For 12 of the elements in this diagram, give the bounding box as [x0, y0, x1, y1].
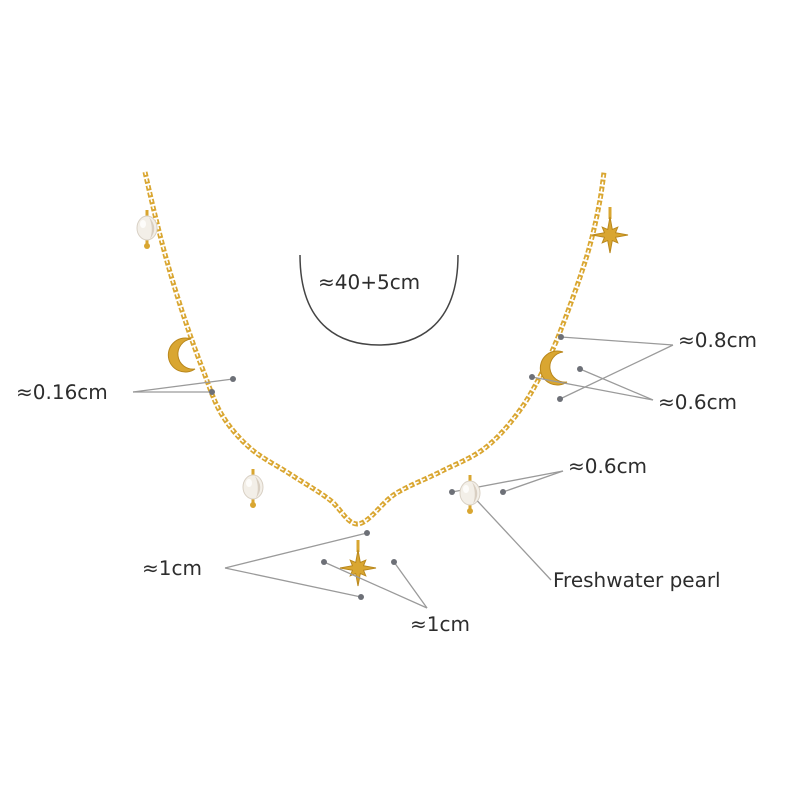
dimension-label: ≈40+5cm	[318, 270, 420, 294]
dimension-label: ≈0.8cm	[678, 328, 758, 352]
dimension-label: ≈0.6cm	[658, 390, 738, 414]
pearl-drawing	[242, 474, 264, 500]
pearl-drawing	[460, 480, 480, 506]
dimension-label: ≈0.6cm	[568, 454, 648, 478]
dimension-label: ≈1cm	[142, 556, 202, 580]
callout-label: Freshwater pearl	[553, 568, 721, 592]
dimension-label: ≈1cm	[410, 612, 470, 636]
leader-line	[476, 500, 552, 580]
pearl-drawing	[136, 216, 158, 240]
dimension-label: ≈0.16cm	[16, 380, 108, 404]
